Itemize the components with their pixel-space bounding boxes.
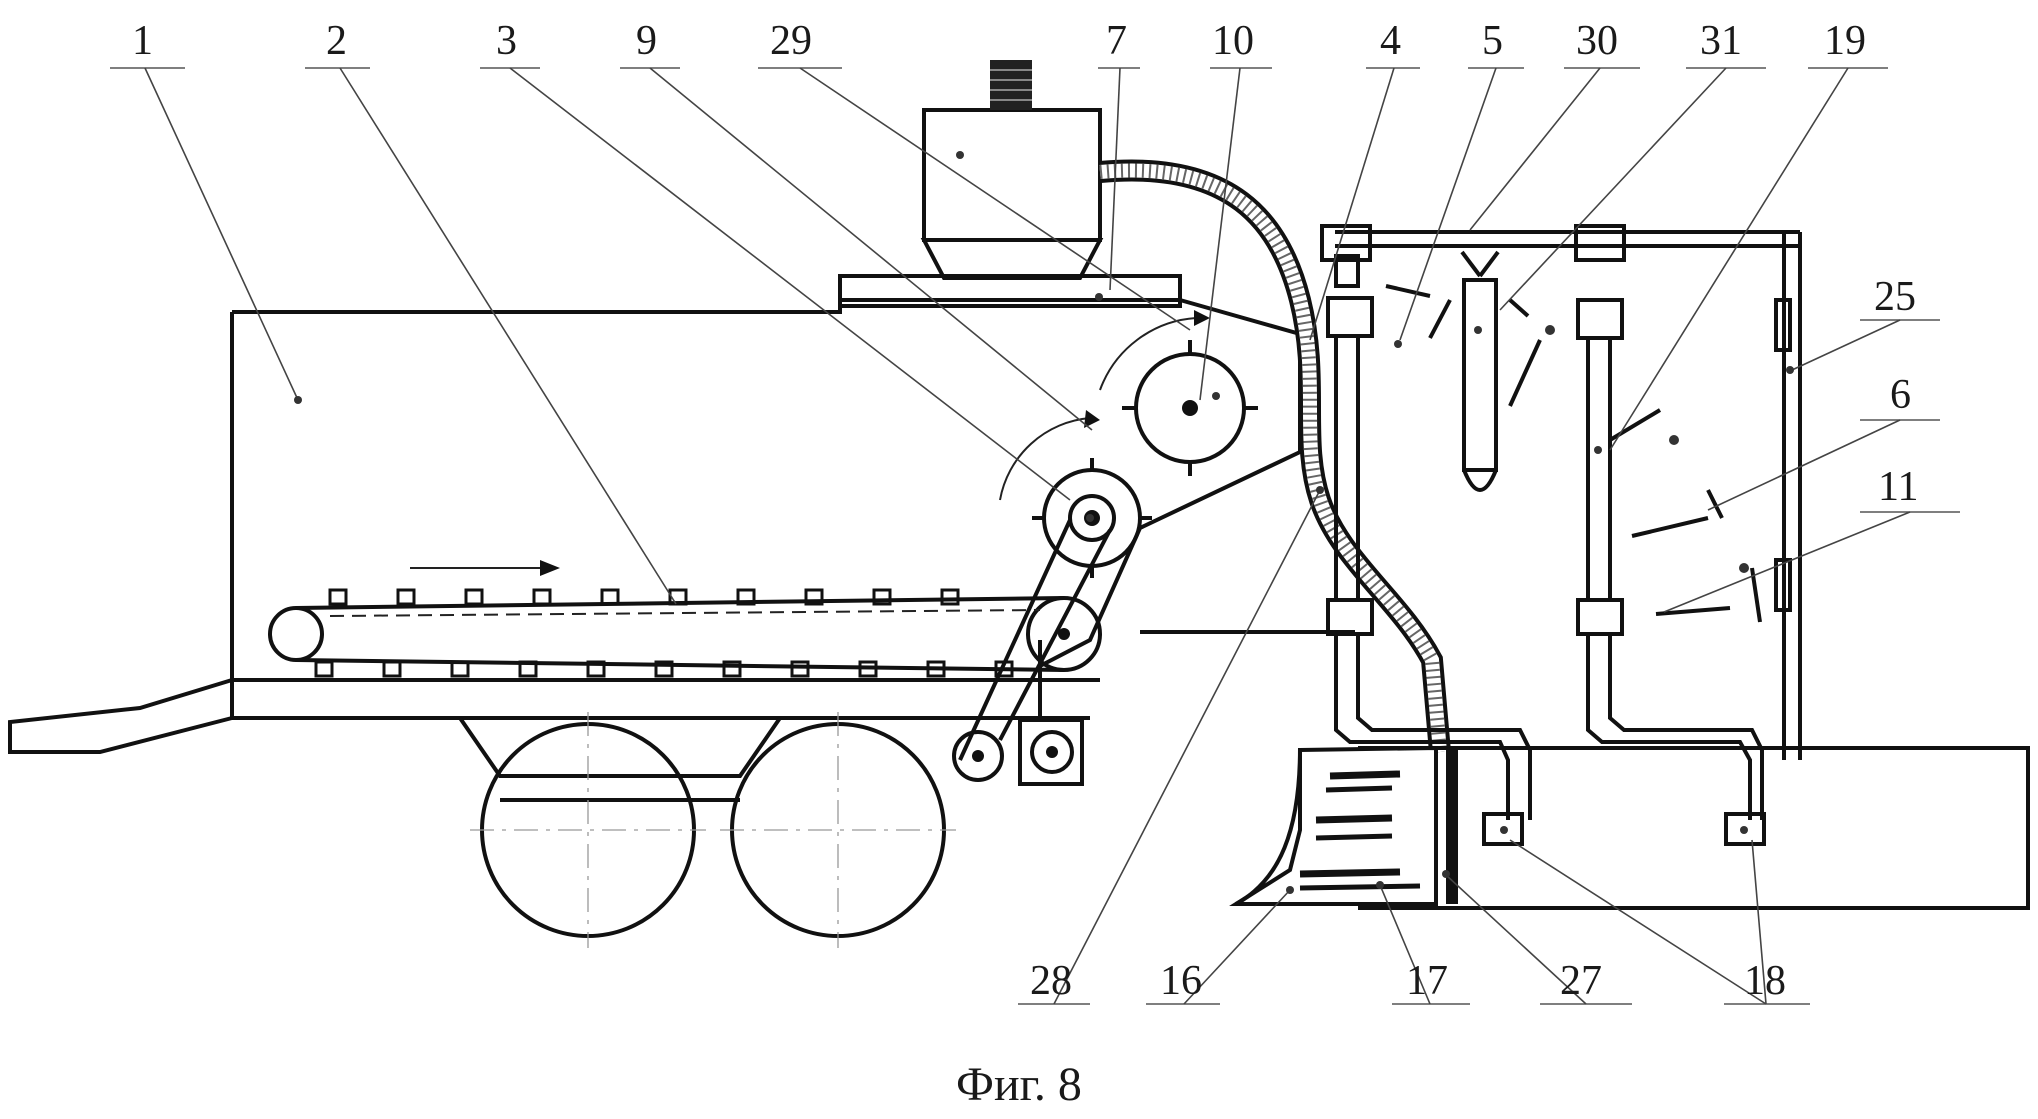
plough [1229, 745, 2030, 910]
callout-3: 3 [496, 18, 517, 64]
callout-4: 4 [1380, 18, 1401, 64]
hose [1098, 159, 1451, 753]
rotor-lower [999, 410, 1152, 578]
callout-2: 2 [326, 18, 347, 64]
callout-10: 10 [1212, 18, 1254, 64]
callout-27: 27 [1560, 958, 1602, 1004]
callout-17: 17 [1406, 958, 1448, 1004]
conveyor [268, 560, 1102, 678]
callout-31: 31 [1700, 18, 1742, 64]
callout-9: 9 [636, 18, 657, 64]
callout-6: 6 [1890, 372, 1911, 418]
callout-19: 19 [1824, 18, 1866, 64]
callout-28: 28 [1030, 958, 1072, 1004]
callout-1: 1 [132, 18, 153, 64]
leader-lines [110, 67, 1960, 1005]
callout-labels: 1 2 3 9 29 7 10 4 5 30 31 19 25 6 11 28 … [132, 18, 1918, 1004]
callout-25: 25 [1874, 274, 1916, 320]
figure-caption: Фиг. 8 [956, 1058, 1082, 1111]
wheels [458, 712, 956, 948]
frame [1320, 224, 1802, 846]
callout-29: 29 [770, 18, 812, 64]
callout-16: 16 [1160, 958, 1202, 1004]
callout-11: 11 [1878, 464, 1918, 510]
chain-drive [952, 519, 1112, 786]
reference-dots [294, 151, 1794, 894]
hopper [920, 60, 1104, 280]
rotor-upper [1099, 310, 1258, 476]
callout-18: 18 [1744, 958, 1786, 1004]
callout-7: 7 [1106, 18, 1127, 64]
callout-5: 5 [1482, 18, 1503, 64]
callout-30: 30 [1576, 18, 1618, 64]
machine-body [8, 274, 1355, 754]
